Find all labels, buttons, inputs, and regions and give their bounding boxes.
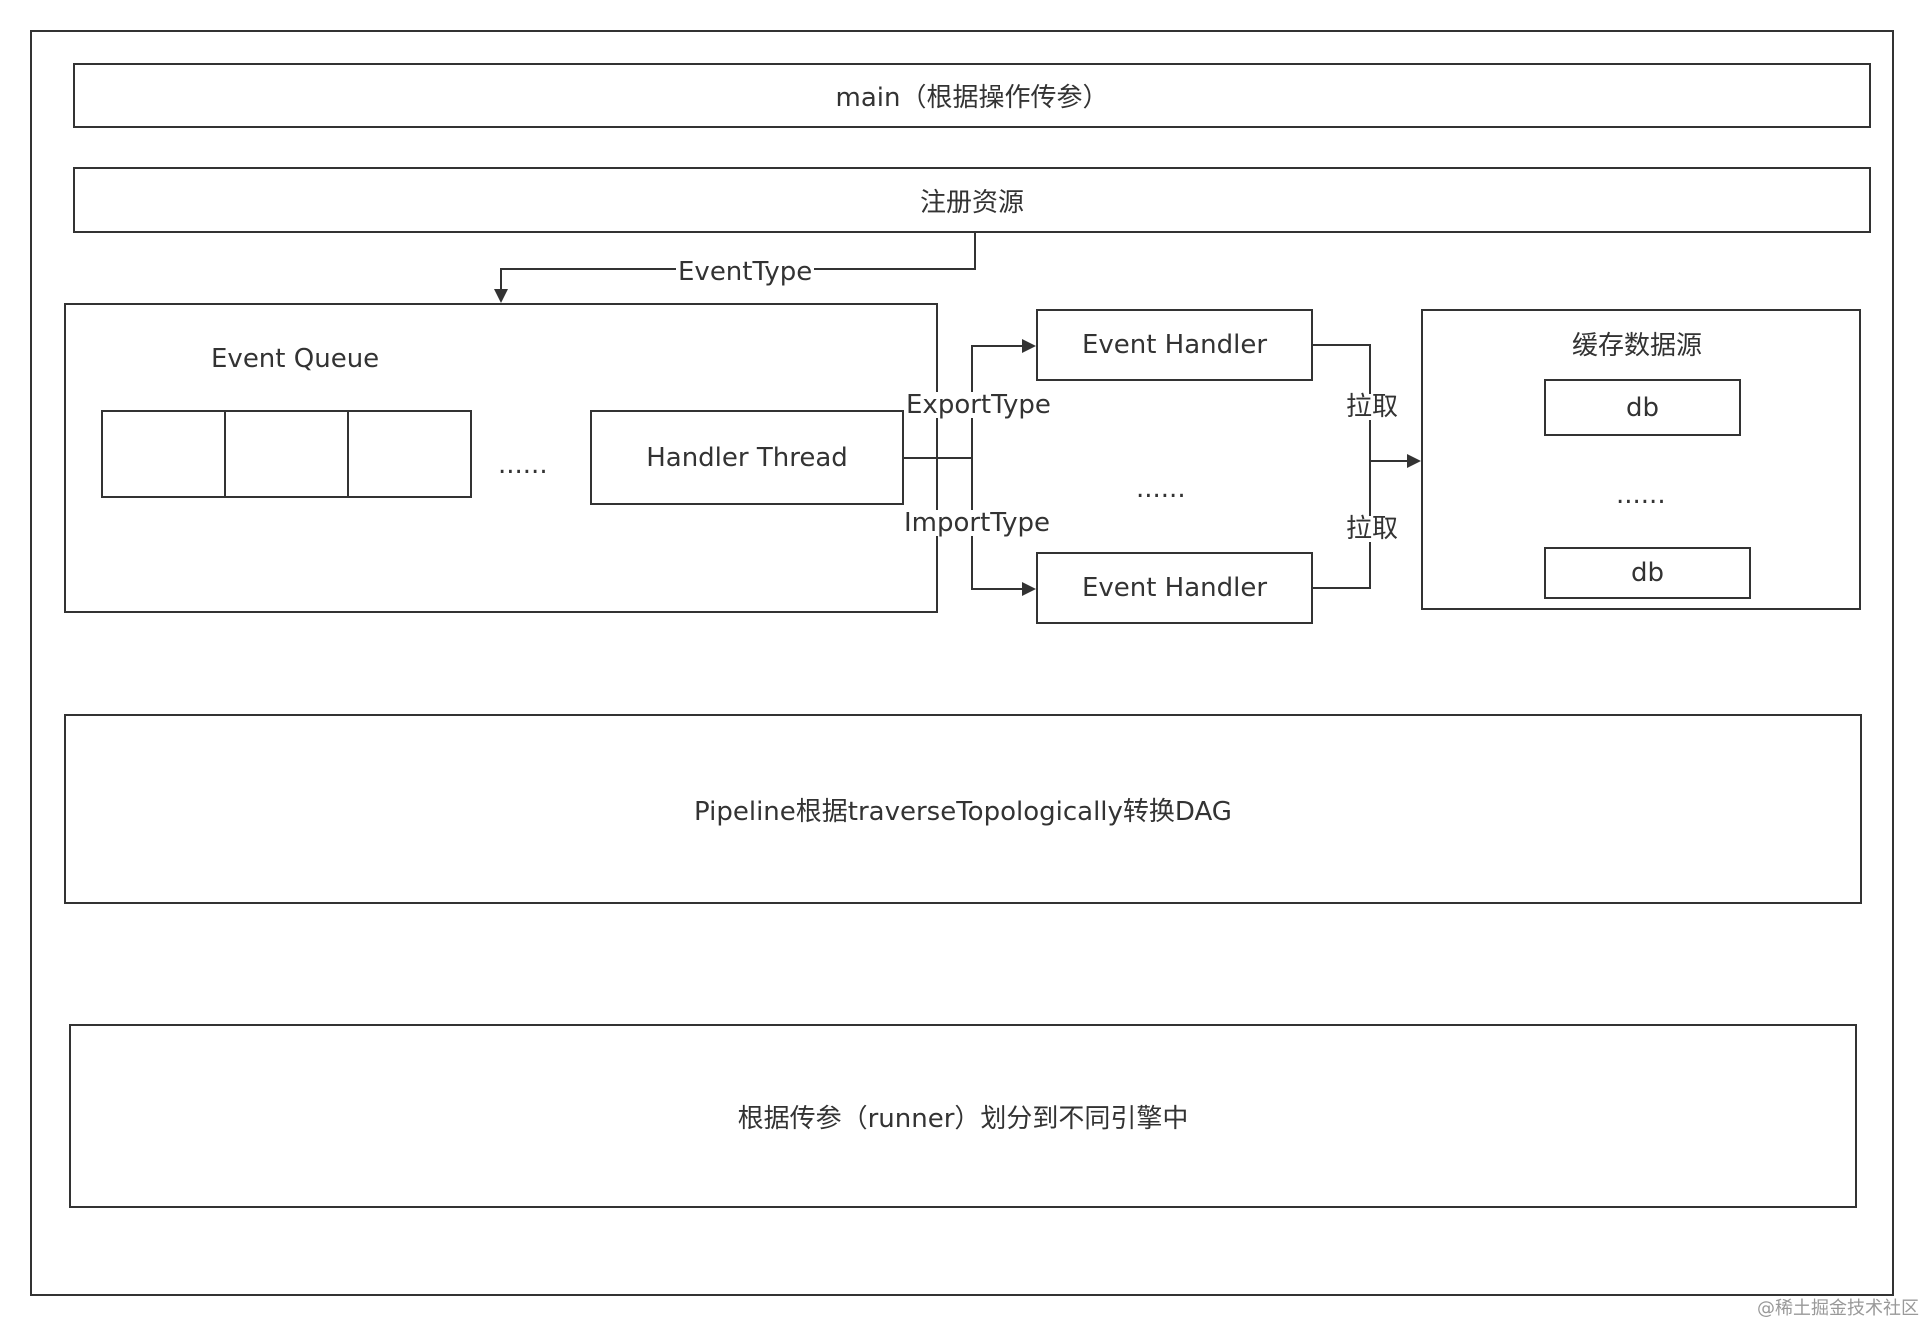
- pipeline-box: Pipeline根据traverseTopologically转换DAG: [64, 714, 1862, 904]
- watermark: @稀土掘金技术社区: [1757, 1298, 1919, 1319]
- pull-top-connector: [1313, 344, 1371, 461]
- pull-top-label: 拉取: [1344, 392, 1401, 422]
- exporttype-label: ExportType: [904, 390, 1053, 420]
- register-resources-label: 注册资源: [919, 187, 1024, 218]
- event-handler-bottom: Event Handler: [1036, 552, 1313, 624]
- event-handler-bottom-label: Event Handler: [1081, 573, 1268, 603]
- queue-slot-1: [101, 410, 226, 498]
- db-box-top: db: [1544, 379, 1741, 436]
- pull-bottom-label: 拉取: [1344, 514, 1401, 544]
- pull-bottom-connector: [1313, 461, 1371, 589]
- event-handler-top-label: Event Handler: [1081, 330, 1268, 360]
- handler-thread-box: Handler Thread: [590, 410, 904, 505]
- cache-ellipsis: ......: [1616, 480, 1666, 510]
- db-box-bottom: db: [1544, 547, 1751, 599]
- eventtype-label: EventType: [676, 257, 815, 287]
- runner-label: 根据传参（runner）划分到不同引擎中: [737, 1103, 1189, 1134]
- db-bottom-label: db: [1630, 558, 1664, 588]
- queue-slot-2: [224, 410, 349, 498]
- handler-thread-label: Handler Thread: [646, 442, 848, 473]
- importtype-connector: [971, 458, 1036, 596]
- outer-frame: [30, 30, 1894, 1296]
- cache-data-source-title: 缓存数据源: [1572, 331, 1703, 361]
- exporttype-connector: [971, 339, 1036, 458]
- handlers-ellipsis: ......: [1136, 474, 1186, 504]
- event-queue-title: Event Queue: [211, 344, 380, 374]
- register-resources-box: 注册资源: [73, 167, 1871, 233]
- queue-slot-3: [347, 410, 472, 498]
- db-top-label: db: [1625, 392, 1659, 423]
- importtype-label: ImportType: [902, 508, 1053, 538]
- queue-ellipsis: ......: [498, 450, 548, 480]
- main-box-label: main（根据操作传参）: [835, 83, 1109, 113]
- pipeline-label: Pipeline根据traverseTopologically转换DAG: [694, 796, 1232, 827]
- main-box: main（根据操作传参）: [73, 63, 1871, 128]
- runner-box: 根据传参（runner）划分到不同引擎中: [69, 1024, 1857, 1208]
- event-handler-top: Event Handler: [1036, 309, 1313, 381]
